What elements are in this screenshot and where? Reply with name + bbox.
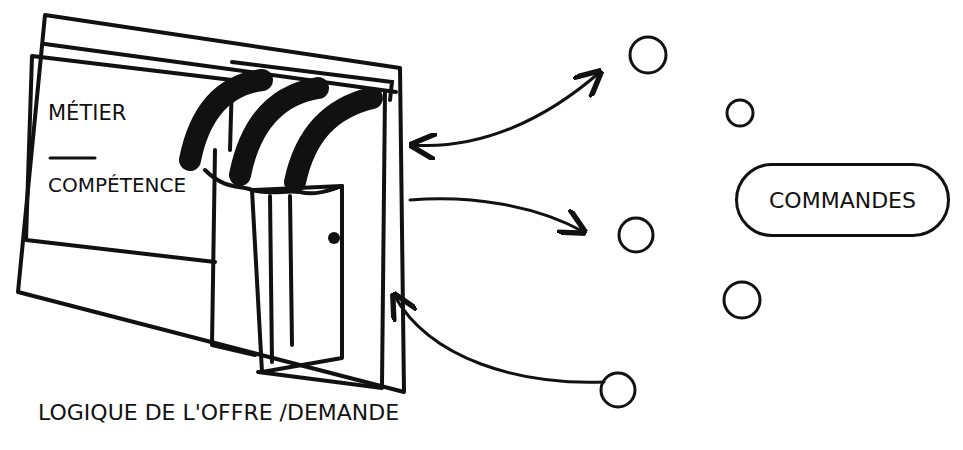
order-circle [727, 100, 753, 126]
order-circles [601, 37, 760, 407]
shop-frame [18, 15, 404, 392]
door-step [258, 372, 382, 388]
orders-box: COMMANDES [735, 163, 950, 237]
order-circle [601, 373, 635, 407]
shop-window-text: MÉTIER COMPÉTENCE [38, 95, 218, 245]
shop-door [252, 186, 342, 372]
caption: LOGIQUE DE L'OFFRE /DEMANDE [38, 400, 399, 425]
door-knob [328, 232, 340, 244]
shop-right-post [382, 92, 385, 385]
flow-arrow [410, 199, 584, 232]
flow-arrow [394, 295, 604, 382]
awning-top [232, 62, 392, 100]
awnings [190, 62, 392, 193]
order-circle [724, 282, 760, 318]
node-text: COMMANDES [769, 188, 916, 213]
order-circle [630, 37, 666, 73]
awning-edge [205, 170, 342, 193]
shop-outline [18, 15, 404, 392]
flow-arrow [412, 72, 600, 146]
node-text: MÉTIER [48, 101, 126, 125]
awning-stripe [295, 98, 372, 182]
node-text: COMPÉTENCE [48, 173, 186, 197]
flow-arrows [394, 72, 604, 382]
order-circle [619, 218, 653, 252]
door-panel [270, 196, 292, 362]
divider-dash [50, 157, 95, 160]
